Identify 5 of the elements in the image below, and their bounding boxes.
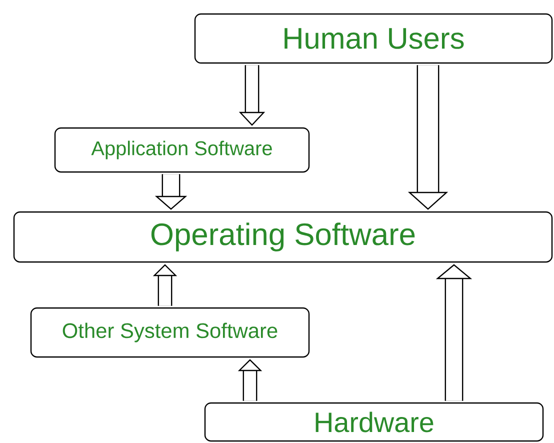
layer-box: Hardware	[204, 402, 544, 442]
layer-box: Other System Software	[30, 307, 310, 358]
layer-box: Application Software	[54, 127, 310, 173]
layer-box: Human Users	[194, 13, 553, 64]
layer-box: Operating Software	[13, 211, 553, 263]
